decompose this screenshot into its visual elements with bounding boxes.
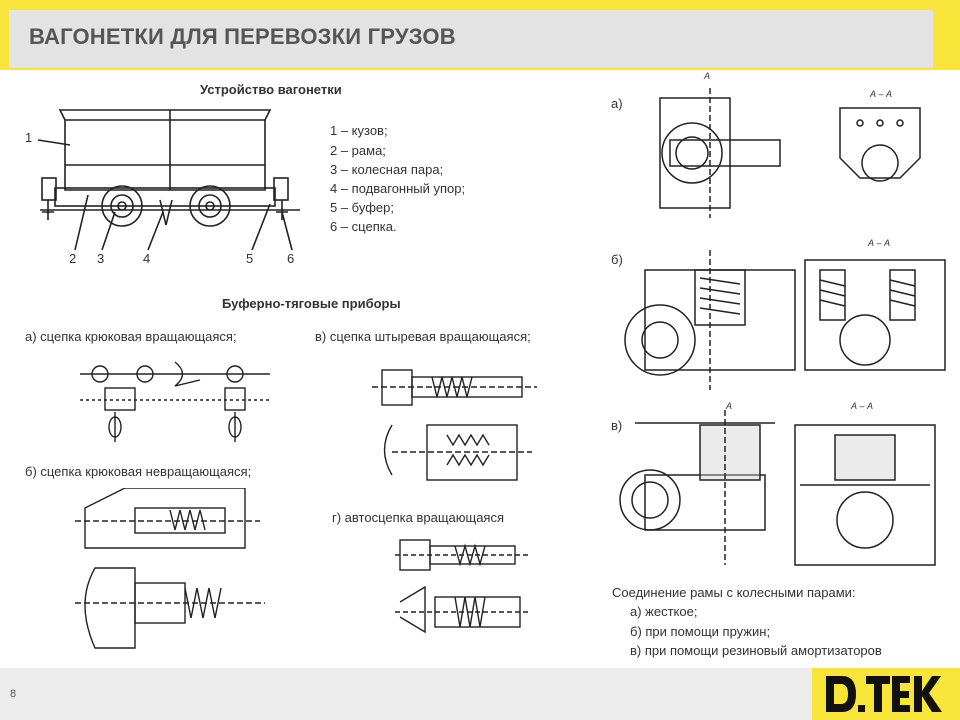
logo-area: D.TEK	[812, 668, 960, 720]
callout-3: 3	[97, 251, 105, 266]
section-mark-aa-b: А – А	[868, 238, 891, 248]
coupler-v-drawing	[372, 369, 537, 481]
section-mark-aa: А – А	[870, 89, 893, 99]
coupler-a-label: а) сцепка крюковая вращающаяся;	[25, 329, 237, 344]
frame-b-drawing	[624, 250, 946, 390]
device-heading: Устройство вагонетки	[200, 82, 342, 97]
callout-6: 6	[287, 251, 295, 266]
coupler-v-label: в) сцепка штыревая вращающаяся;	[315, 329, 531, 344]
frame-a-drawing	[659, 88, 921, 218]
wagon-diagram	[37, 109, 300, 251]
coupler-g-label: г) автосцепка вращающаяся	[332, 510, 505, 525]
frame-a-label: а)	[611, 96, 623, 111]
header-panel: ВАГОНЕТКИ ДЛЯ ПЕРЕВОЗКИ ГРУЗОВ	[9, 10, 933, 68]
couplers-heading: Буферно-тяговые приборы	[222, 296, 401, 311]
frame-b-label: б)	[611, 252, 623, 267]
callout-2: 2	[69, 251, 77, 266]
header-bar: ВАГОНЕТКИ ДЛЯ ПЕРЕВОЗКИ ГРУЗОВ	[0, 0, 960, 70]
section-mark-a: А	[704, 71, 711, 81]
coupler-b-drawing	[75, 488, 265, 649]
callout-4: 4	[143, 251, 151, 266]
coupler-a-drawing	[80, 361, 270, 442]
legend-item: 3 – колесная пара;	[330, 162, 444, 177]
callout-5: 5	[246, 251, 254, 266]
frames-caption: Соединение рамы с колесными парами:	[612, 585, 856, 600]
frames-item: в) при помощи резиновый амортизаторов	[630, 643, 882, 658]
frame-v-drawing	[619, 410, 936, 566]
legend-item: 5 – буфер;	[330, 200, 394, 215]
frames-item: а) жесткое;	[630, 604, 698, 619]
section-mark-a-v: А	[726, 401, 733, 411]
coupler-g-drawing	[395, 539, 530, 634]
dtek-logo: D.TEK	[826, 676, 942, 712]
callout-1: 1	[25, 130, 33, 145]
page-number: 8	[10, 688, 17, 700]
footer-bar: 8 D.TEK	[0, 668, 960, 720]
legend-item: 2 – рама;	[330, 143, 386, 158]
legend-item: 1 – кузов;	[330, 123, 388, 138]
frame-v-label: в)	[611, 418, 623, 433]
coupler-b-label: б) сцепка крюковая невращающаяся;	[25, 464, 252, 479]
page-title: ВАГОНЕТКИ ДЛЯ ПЕРЕВОЗКИ ГРУЗОВ	[29, 24, 456, 49]
section-mark-aa-v: А – А	[851, 401, 874, 411]
legend-item: 4 – подвагонный упор;	[330, 181, 466, 196]
legend-item: 6 – сцепка.	[330, 219, 397, 234]
frames-item: б) при помощи пружин;	[630, 624, 771, 639]
